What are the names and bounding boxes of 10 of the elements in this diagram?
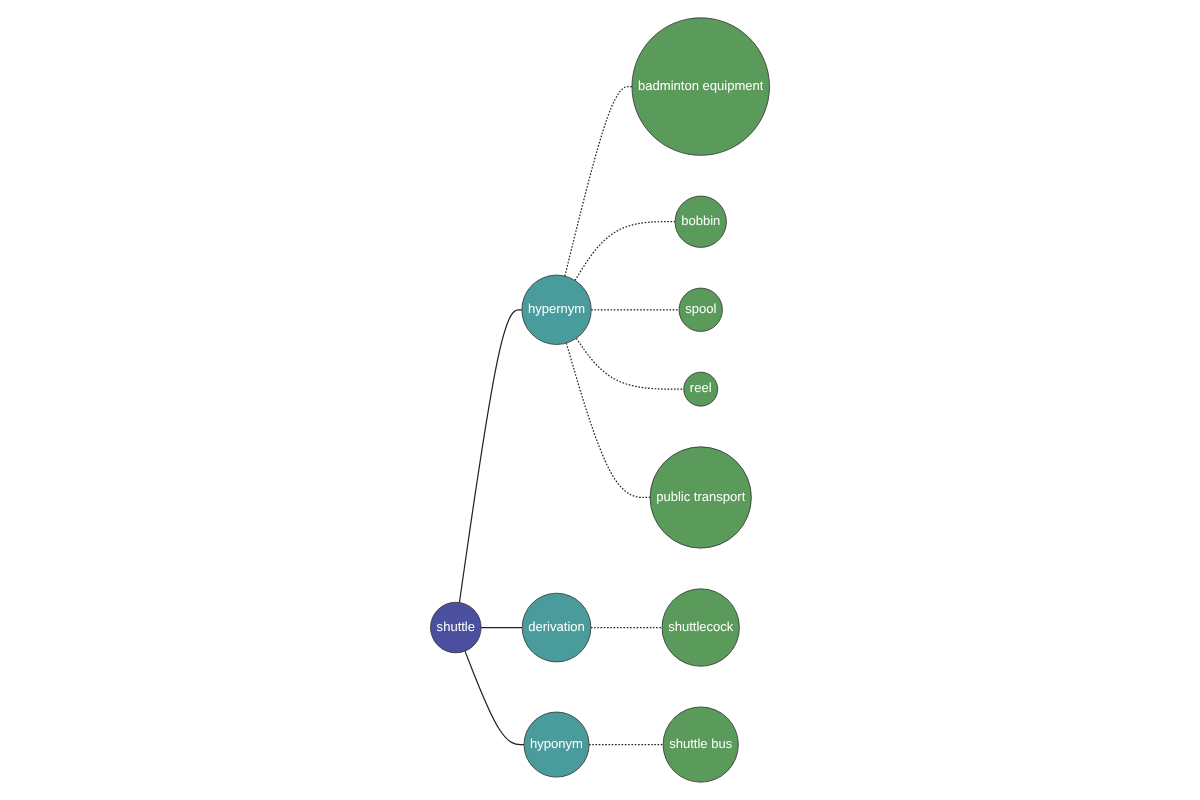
- connector: [590, 309, 680, 311]
- connector: [564, 85, 633, 277]
- connector: [574, 221, 676, 281]
- connector: [480, 626, 523, 629]
- connector: [590, 626, 663, 629]
- connector: [464, 650, 525, 746]
- connector: [565, 342, 651, 499]
- connector: [575, 337, 685, 390]
- connector: [458, 309, 523, 604]
- connector: [588, 743, 664, 746]
